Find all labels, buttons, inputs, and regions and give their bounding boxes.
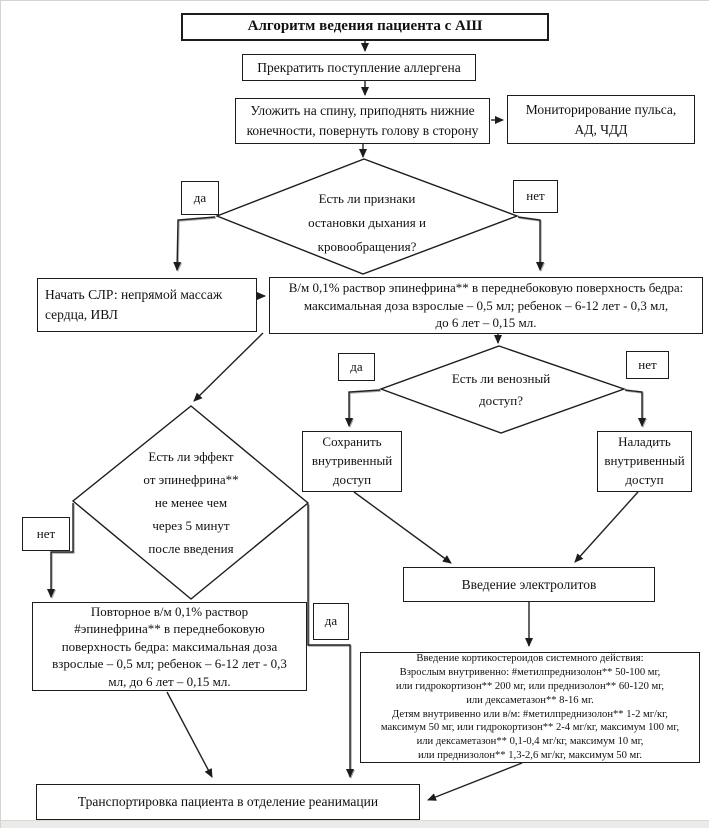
elbow-connectors [47, 216, 646, 778]
decision3-yes-label: да [313, 603, 349, 640]
connector-decision2-no [624, 389, 646, 427]
connector-decision3-no [47, 503, 74, 598]
decision2-yes-label: да [338, 353, 375, 381]
connector-decision2-yes [345, 389, 381, 427]
title-box: Алгоритм ведения пациента с АШ [181, 13, 549, 41]
arrow-repeat-to-transport [166, 691, 213, 778]
decision3-no-label: нет [22, 517, 70, 551]
connector-decision3-yes [307, 504, 354, 778]
lay-down-box: Уложить на спину, приподнять нижние коне… [235, 98, 490, 144]
epinephrine-box: В/м 0,1% раствор эпинефрина** в переднеб… [269, 277, 703, 334]
electrolytes-box: Введение электролитов [403, 567, 655, 602]
connector-decision1-no [517, 216, 544, 271]
corticosteroids-box: Введение кортикостероидов системного дей… [360, 652, 700, 763]
cpr-box: Начать СЛР: непрямой массаж сердца, ИВЛ [37, 278, 257, 332]
arrow-epi-to-decision3 [193, 332, 264, 402]
decision1-no-label: нет [513, 180, 558, 213]
decision-venous-diamond [378, 345, 627, 434]
arrow-establishiv-to-electrolytes [574, 491, 639, 563]
repeat-epinephrine-box: Повторное в/м 0,1% раствор #эпинефрина**… [32, 602, 307, 691]
stop-allergen-box: Прекратить поступление аллергена [242, 54, 476, 81]
connector-decision1-yes [173, 216, 216, 271]
decision-effect-diamond [71, 405, 310, 600]
establish-iv-box: Наладить внутривенный доступ [597, 431, 692, 492]
decision-arrest-diamond [215, 158, 519, 275]
page-bottom-edge [1, 820, 709, 828]
decision1-yes-label: да [181, 181, 219, 215]
decision-arrest-text: Есть ли признаки остановки дыхания и кро… [308, 191, 426, 254]
decision-effect-text: Есть ли эффект от эпинефрина** не менее … [143, 449, 239, 556]
straight-connectors [166, 41, 639, 801]
keep-iv-box: Сохранить внутривенный доступ [302, 431, 402, 492]
transport-box: Транспортировка пациента в отделение реа… [36, 784, 420, 820]
arrow-keepiv-to-electrolytes [353, 491, 452, 564]
arrow-cortico-to-transport [427, 762, 523, 801]
monitoring-box: Мониторирование пульса, АД, ЧДД [507, 95, 695, 144]
decision2-no-label: нет [626, 351, 669, 379]
decision-venous-text: Есть ли венозный доступ? [451, 371, 551, 408]
